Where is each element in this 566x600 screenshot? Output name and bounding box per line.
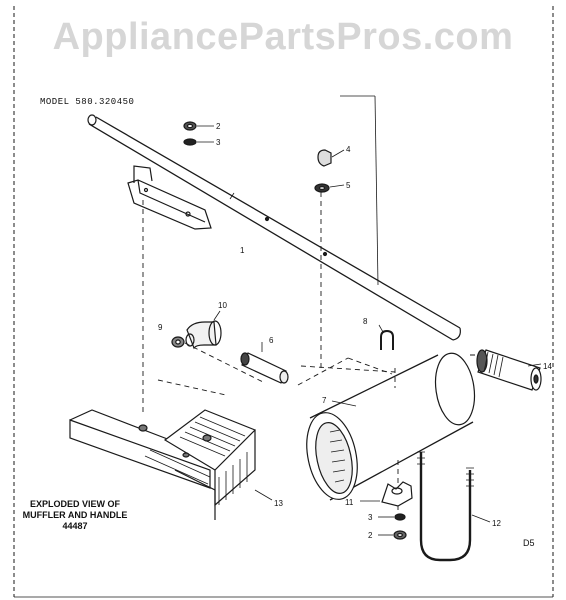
callout-10: 10 — [218, 301, 227, 310]
handle-bracket — [127, 165, 212, 230]
callout-9: 9 — [158, 323, 163, 332]
callout-13: 13 — [274, 499, 283, 508]
callout-4: 4 — [346, 145, 351, 154]
callout-7: 7 — [322, 396, 327, 405]
callout-2-top: 2 — [216, 122, 221, 131]
exhaust-elbow — [171, 310, 222, 350]
callout-6: 6 — [269, 336, 274, 345]
callout-14: 14 — [543, 362, 552, 371]
model-label: MODEL 580.320450 — [40, 97, 135, 107]
callout-3-bottom: 3 — [368, 513, 373, 522]
nut-bottom — [378, 513, 407, 540]
u-bolt-top — [378, 324, 394, 350]
callout-1: 1 — [240, 246, 245, 255]
assembly-dash-lines — [142, 192, 490, 512]
diagram-code: D5 — [523, 538, 535, 548]
callout-8: 8 — [363, 317, 368, 326]
engine-cylinder-head — [69, 409, 273, 520]
caption-line-1: EXPLODED VIEW OF — [29, 499, 120, 509]
caption-line-3: 44487 — [62, 521, 88, 531]
caption-line-2: MUFFLER AND HANDLE — [22, 510, 128, 520]
handle-tube — [87, 114, 461, 341]
nut-top — [183, 121, 214, 146]
elbow-cap — [314, 149, 345, 193]
callout-11: 11 — [345, 498, 354, 507]
callout-2-bottom: 2 — [368, 531, 373, 540]
watermark-text: AppliancePartsPros.com — [52, 16, 514, 58]
callout-5: 5 — [346, 181, 351, 190]
callout-12: 12 — [492, 519, 501, 528]
callout-3-top: 3 — [216, 138, 221, 147]
part-callouts: 2 3 4 5 1 10 9 6 8 14 7 13 11 12 3 2 — [158, 122, 552, 540]
pipe-nipple — [240, 342, 289, 384]
u-bolt-bottom — [417, 451, 491, 562]
diagram-caption: EXPLODED VIEW OF MUFFLER AND HANDLE 4448… — [10, 499, 140, 532]
frame-lines — [13, 6, 554, 598]
muffler-body — [306, 352, 476, 501]
tail-pipe — [476, 349, 542, 391]
muffler-clamp — [360, 481, 413, 507]
